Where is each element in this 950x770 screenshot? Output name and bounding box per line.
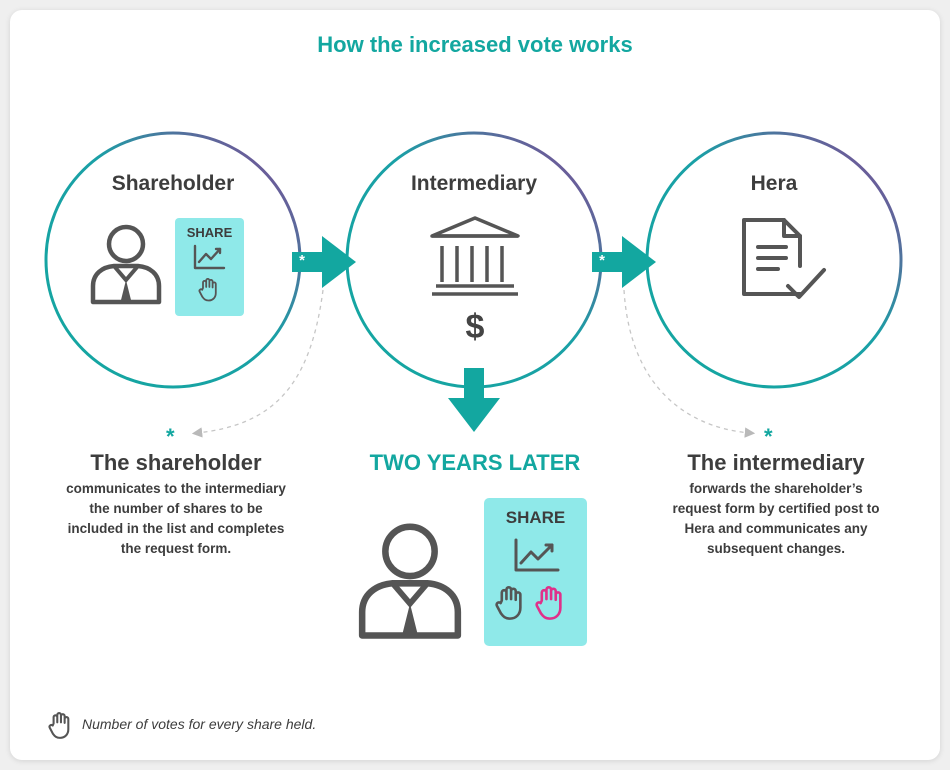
dollar-icon: $ [465, 308, 485, 346]
arrow-right-icon [292, 236, 356, 288]
asterisk-marker: * [299, 252, 305, 269]
document-check-icon [742, 218, 826, 299]
arrow-right-icon [592, 236, 656, 288]
shareholder-note-text: communicates to the intermediary the num… [66, 481, 286, 556]
node-label-intermediary: Intermediary [410, 172, 538, 195]
dashed-connector-right [623, 289, 756, 438]
chart-up-icon [193, 244, 226, 270]
hand-icon [48, 711, 70, 739]
person-icon [362, 527, 458, 636]
arrow-down-icon [448, 368, 500, 432]
asterisk-marker: * [764, 424, 773, 449]
node-label-shareholder: Shareholder [111, 172, 235, 195]
asterisk-marker: * [599, 252, 605, 269]
legend-text: Number of votes for every share held. [82, 716, 317, 732]
share-card-label: SHARE [505, 508, 566, 527]
dashed-connector-left [191, 289, 324, 438]
two-years-later-heading: TWO YEARS LATER [369, 450, 581, 475]
asterisk-marker: * [166, 424, 175, 449]
page-title: How the increased vote works [317, 32, 633, 57]
intermediary-note-heading: The intermediary [687, 450, 865, 475]
share-card-label: SHARE [186, 225, 233, 240]
bank-icon [430, 216, 520, 296]
node-label-hera: Hera [750, 172, 798, 195]
intermediary-note-text: forwards the shareholder’s request form … [672, 481, 880, 556]
shareholder-note-heading: The shareholder [90, 450, 262, 475]
chart-up-icon [514, 538, 560, 572]
